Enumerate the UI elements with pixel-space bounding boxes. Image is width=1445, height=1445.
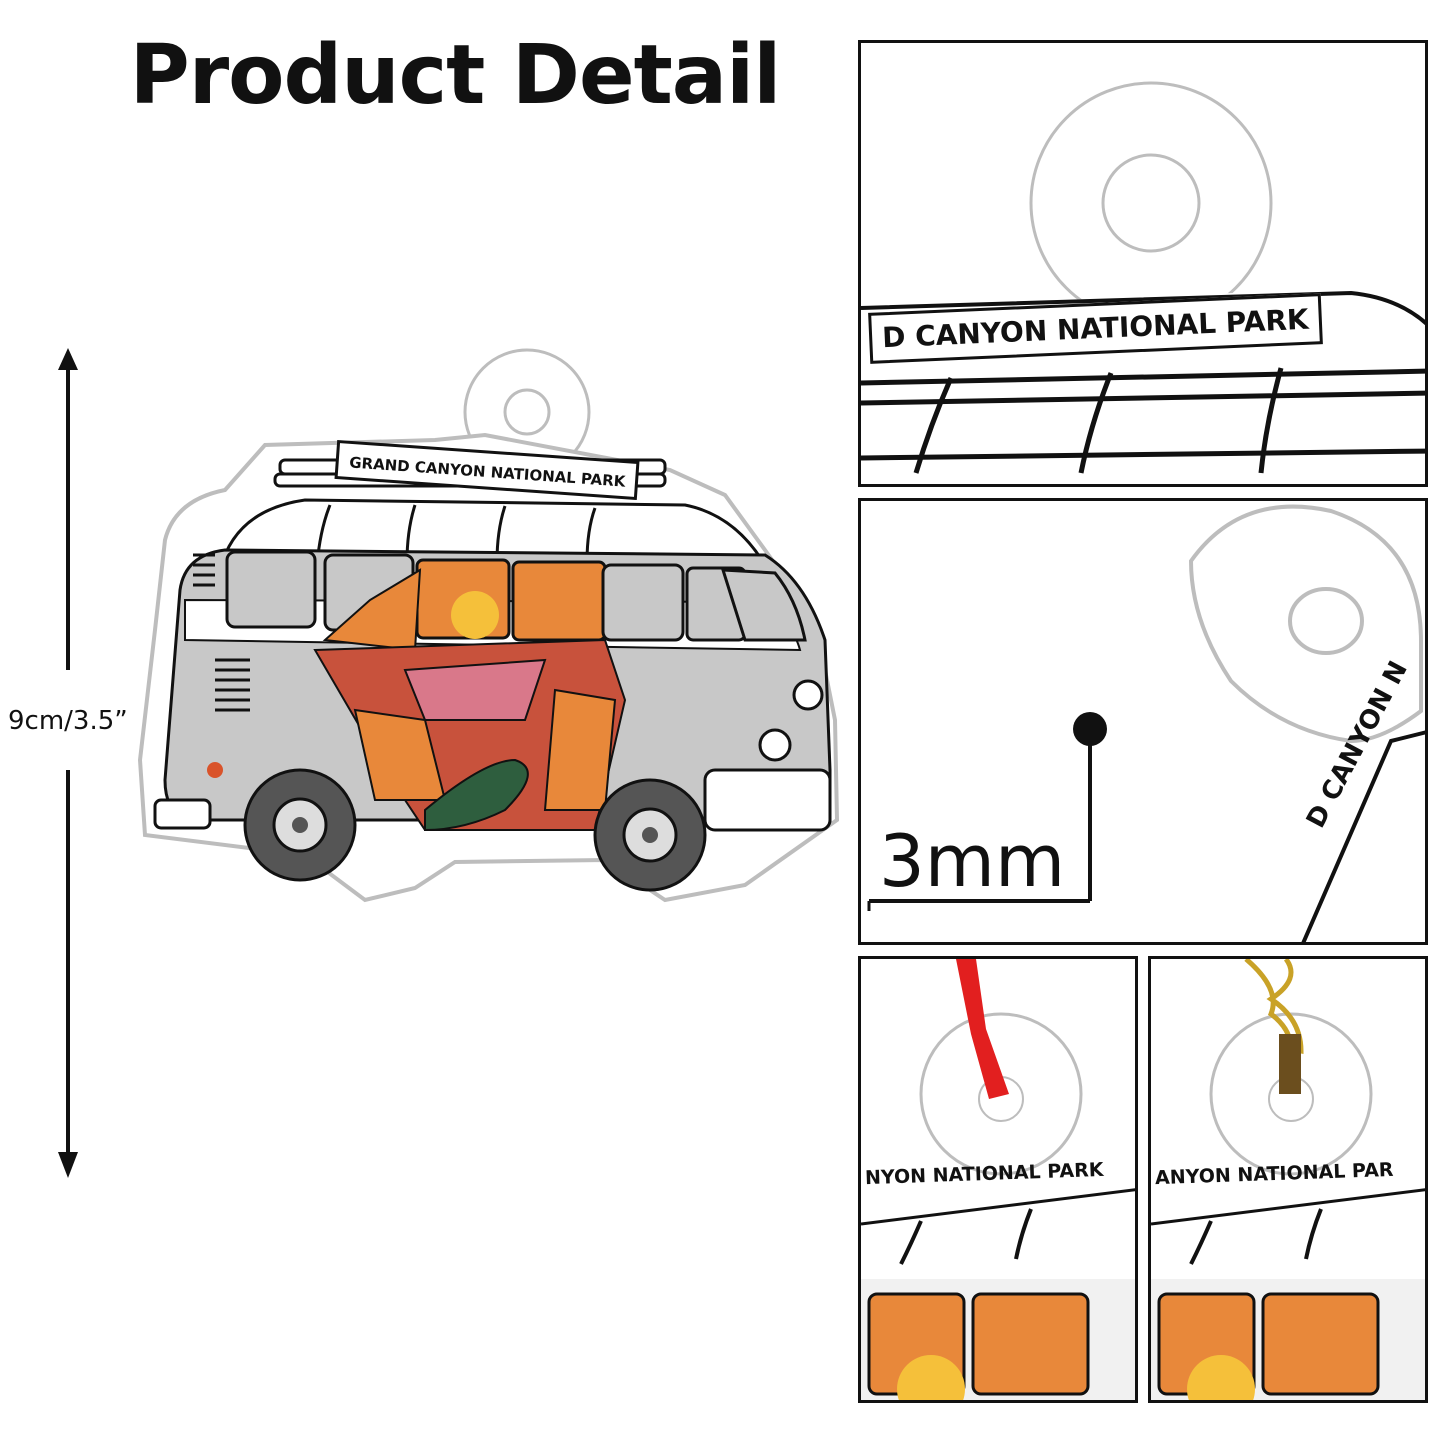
wheel-front [593,778,707,892]
red-ribbon [956,959,1009,1099]
detail-panel-thickness: 3mm D CANYON N [858,498,1428,945]
thickness-label: 3mm [879,819,1066,903]
van-ornament: GRAND CANYON NATIONAL PARK [137,348,840,903]
page-title: Product Detail [129,28,782,123]
detail-panel-ribbon: NYON NATIONAL PARK [858,956,1138,1403]
dimension-arrow [58,348,78,1178]
wheel-rear [243,768,357,882]
dimension-label: 9cm/3.5” [8,706,128,736]
park-sign: GRAND CANYON NATIONAL PARK [334,439,640,501]
detail-panel-top: D CANYON NATIONAL PARK [858,40,1428,487]
detail-panel-cord: ANYON NATIONAL PAR [1148,956,1428,1403]
